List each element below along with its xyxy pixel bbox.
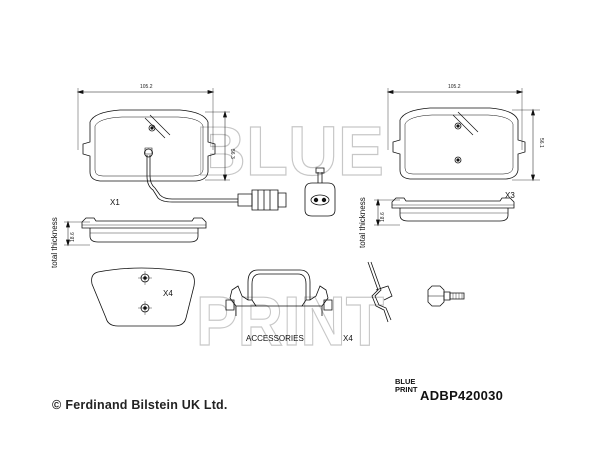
watermark-line-2: PRINT (196, 282, 384, 360)
right-width-dimension: 105.2 (448, 84, 461, 90)
left-width-dimension: 105.2 (140, 84, 153, 90)
right-pad (388, 88, 540, 180)
brand-logo-line-2: PRINT (395, 384, 418, 394)
right-height-dimension: 56.1 (538, 138, 544, 148)
accessory-bolt (428, 286, 464, 306)
accessories-label: ACCESSORIES (246, 334, 304, 343)
right-pad-side-profile (374, 198, 514, 225)
total-thickness-label-left: total thickness (50, 217, 59, 268)
company-name: Ferdinand Bilstein UK Ltd. (65, 398, 228, 412)
watermark: BLUE PRINT (195, 111, 384, 360)
sensor-plug-front-view (305, 168, 335, 216)
left-thickness-dimension: 18.6 (70, 232, 76, 242)
qty-accessories: X4 (343, 334, 353, 343)
right-thickness-dimension: 18.6 (380, 212, 386, 222)
copyright-line: ©Ferdinand Bilstein UK Ltd. (52, 398, 228, 412)
accessory-spring-clip (226, 270, 332, 316)
part-number: ADBP420030 (420, 388, 504, 403)
total-thickness-label-right: total thickness (358, 197, 367, 248)
brand-logo-line-1: BLUE (395, 377, 416, 386)
left-pad-side-profile (64, 218, 206, 245)
brand-logo: BLUE PRINT (395, 377, 418, 394)
copyright-symbol: © (52, 398, 62, 412)
qty-left-pad: X1 (110, 198, 120, 207)
single-pad-backing-view (92, 268, 195, 326)
accessory-wire-spring (368, 262, 392, 322)
qty-right-pad: X3 (505, 191, 515, 200)
watermark-line-1: BLUE (196, 112, 384, 190)
left-height-dimension: 56.3 (229, 149, 235, 159)
qty-single-pad: X4 (163, 289, 173, 298)
left-pad-with-sensor (78, 88, 286, 210)
